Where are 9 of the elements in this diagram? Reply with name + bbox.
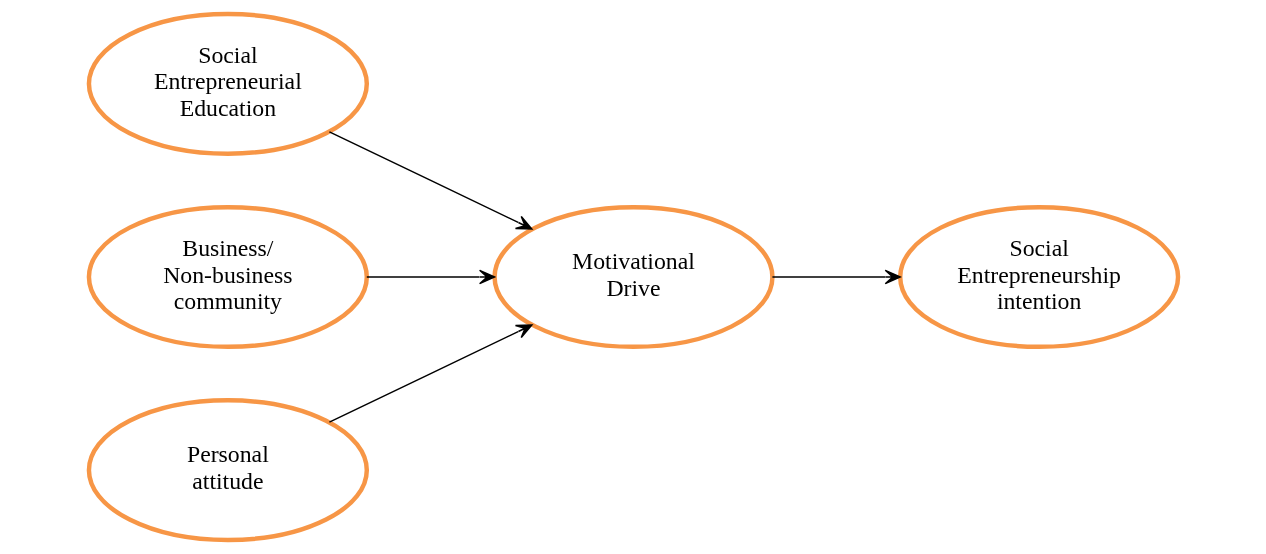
node-ellipse: Personal attitude bbox=[86, 398, 369, 543]
node-ellipse: Motivational Drive bbox=[491, 204, 775, 350]
node-ellipse: Social Entrepreneurial Education bbox=[86, 11, 369, 156]
arrow bbox=[328, 131, 533, 230]
node-ellipse: Business/ Non-business community bbox=[86, 204, 369, 350]
arrow bbox=[328, 324, 533, 423]
arrow bbox=[365, 269, 495, 285]
arrow bbox=[771, 269, 901, 285]
node-ellipse: Social Entrepreneurship intention bbox=[897, 204, 1180, 350]
